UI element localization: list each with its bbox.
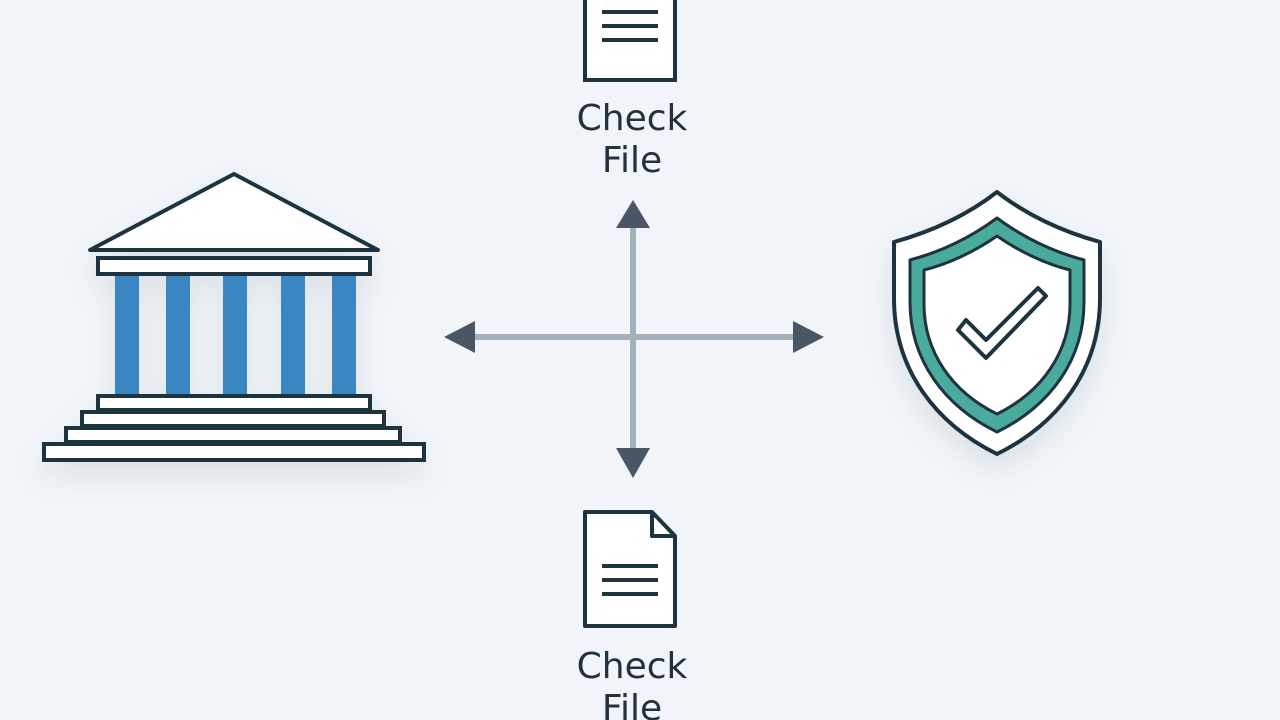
arrow-down-icon [616, 448, 650, 478]
column-4 [281, 276, 305, 394]
column-2 [166, 276, 190, 394]
bottom-node-label: Check File [532, 646, 732, 720]
document-icon-top [583, 0, 677, 82]
column-5 [332, 276, 356, 394]
column-1 [115, 276, 139, 394]
cross-connector [444, 200, 824, 478]
shield-check-icon [892, 190, 1102, 456]
document-icon-bottom [583, 510, 677, 628]
folded-corner-icon [650, 512, 675, 538]
bottom-label-line2: File [601, 688, 663, 720]
top-label-line2: File [601, 140, 663, 181]
arrow-left-icon [444, 321, 475, 353]
arrow-right-icon [793, 321, 824, 353]
bank-building-icon [42, 172, 426, 462]
checkmark-icon [956, 286, 1048, 360]
column-3 [223, 276, 247, 394]
top-label-line1: Check [576, 98, 688, 139]
arrow-up-icon [616, 200, 650, 228]
bottom-label-line1: Check [576, 646, 688, 687]
top-node-label: Check File [532, 98, 732, 182]
